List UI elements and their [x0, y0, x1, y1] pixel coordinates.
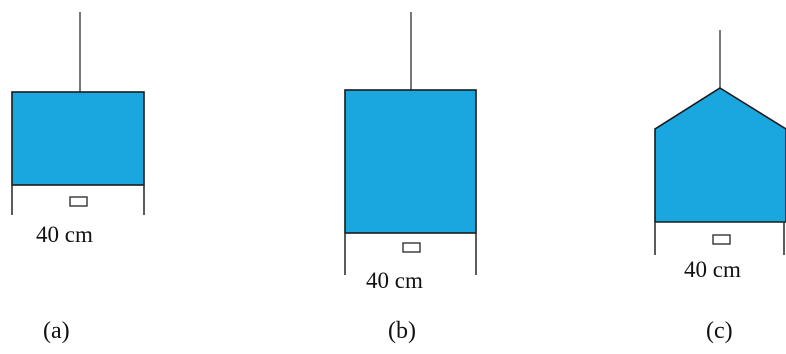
- measure-label-c: 40 cm: [684, 257, 741, 282]
- measure-label-a: 40 cm: [36, 222, 93, 247]
- measure-label-b: 40 cm: [366, 268, 423, 293]
- pivot-marker-b: [402, 242, 421, 253]
- rectangle-tall-icon: [344, 89, 477, 234]
- panel-a: 40 cm (a): [11, 12, 145, 344]
- rectangle-wide-icon: [11, 91, 145, 186]
- caption-b: (b): [388, 318, 416, 344]
- pivot-marker-a: [69, 196, 88, 207]
- pivot-marker-c: [712, 234, 731, 245]
- caption-a: (a): [43, 318, 70, 344]
- caption-c: (c): [706, 318, 733, 344]
- panel-c: 40 cm (c): [654, 30, 786, 344]
- panel-b: 40 cm (b): [344, 12, 477, 344]
- pentagon-icon: [654, 87, 786, 223]
